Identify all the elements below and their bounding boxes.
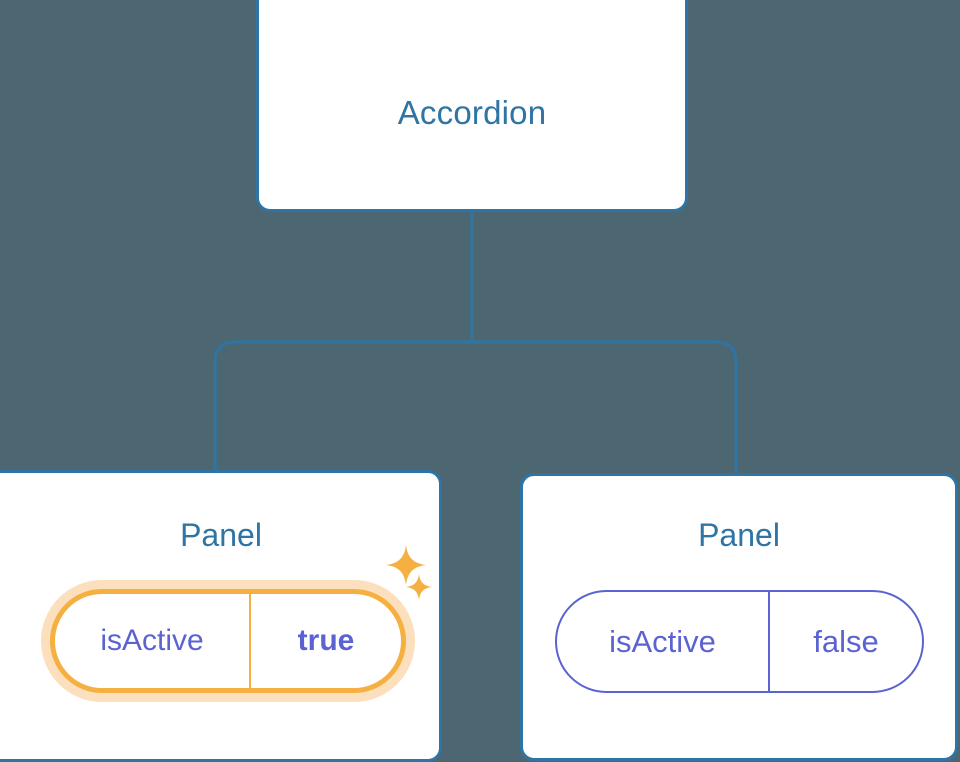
connector-bus [213, 340, 738, 476]
prop-key-isactive: isActive [557, 592, 770, 691]
prop-value-false: false [813, 623, 879, 659]
prop-pill-isactive-true[interactable]: isActive true [50, 589, 406, 693]
sparkle-icon [386, 545, 426, 585]
node-accordion-title: Accordion [397, 94, 547, 131]
prop-key-isactive: isActive [55, 594, 251, 688]
node-panel-active-title: Panel [180, 517, 262, 553]
node-accordion[interactable]: Accordion [256, 0, 688, 212]
node-panel-inactive-title: Panel [698, 517, 780, 553]
prop-value-true: true [297, 624, 355, 657]
prop-pill-isactive-false[interactable]: isActive false [555, 590, 924, 693]
sparkle-icon [406, 574, 432, 600]
